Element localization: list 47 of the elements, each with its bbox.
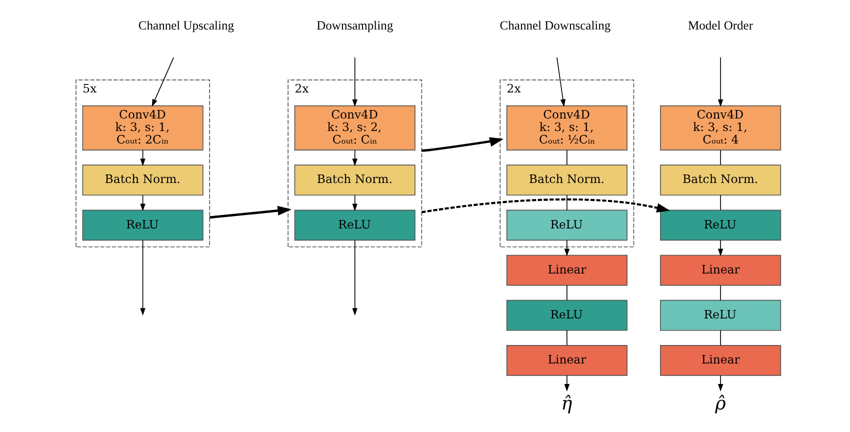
label: Channel Upscaling (138, 18, 234, 32)
node-box: ReLU (660, 210, 782, 241)
node-box: ReLU (82, 210, 204, 241)
arrow (209, 206, 292, 219)
connector (720, 330, 721, 346)
connector (720, 150, 721, 166)
arrow (718, 57, 724, 107)
arrow (422, 198, 670, 214)
label: Model Order (688, 18, 754, 32)
arrow (564, 375, 570, 392)
connector (566, 330, 568, 346)
arrow (152, 57, 174, 107)
node-box: Conv4D k: 3, s: 1, Cₒᵤₜ: 2Cᵢₙ (82, 105, 204, 150)
node-box: Linear (660, 344, 782, 376)
node-box: ReLU (660, 300, 782, 331)
node-box: ReLU (506, 300, 628, 331)
node-box: Batch Norm. (506, 164, 628, 196)
node-box: Linear (506, 344, 628, 376)
node-box: Conv4D k: 3, s: 1, Cₒᵤₜ: 4 (660, 105, 782, 150)
connector (720, 194, 721, 210)
node-box: Conv4D k: 3, s: 2, Cₒᵤₜ: Cᵢₙ (294, 105, 416, 150)
connector (566, 150, 568, 166)
connector (566, 284, 568, 301)
label: Downsampling (316, 18, 394, 32)
label: Channel Downscaling (500, 18, 611, 32)
arrow (352, 57, 358, 107)
arrow (352, 240, 358, 316)
arrow (352, 194, 358, 212)
arrow (352, 150, 358, 166)
arrow (140, 240, 146, 316)
node-box: Batch Norm. (294, 164, 416, 196)
node-box: Batch Norm. (660, 164, 782, 196)
node-text: η̂ (561, 393, 572, 414)
arrow (718, 240, 724, 256)
node-box: ReLU (294, 210, 416, 241)
node-box: ReLU (506, 210, 628, 241)
arrow (556, 57, 566, 107)
arrow (718, 375, 724, 392)
node-box: Linear (660, 254, 782, 286)
node-text: ρ̂ (715, 393, 726, 414)
node-box: Conv4D k: 3, s: 1, Cₒᵤₜ: ½Cᵢₙ (506, 105, 628, 150)
node-box: Batch Norm. (82, 164, 204, 196)
arrow (564, 240, 570, 256)
connector (720, 284, 721, 301)
connector (566, 194, 568, 210)
arrow (422, 137, 504, 152)
node-box: Linear (506, 254, 628, 286)
